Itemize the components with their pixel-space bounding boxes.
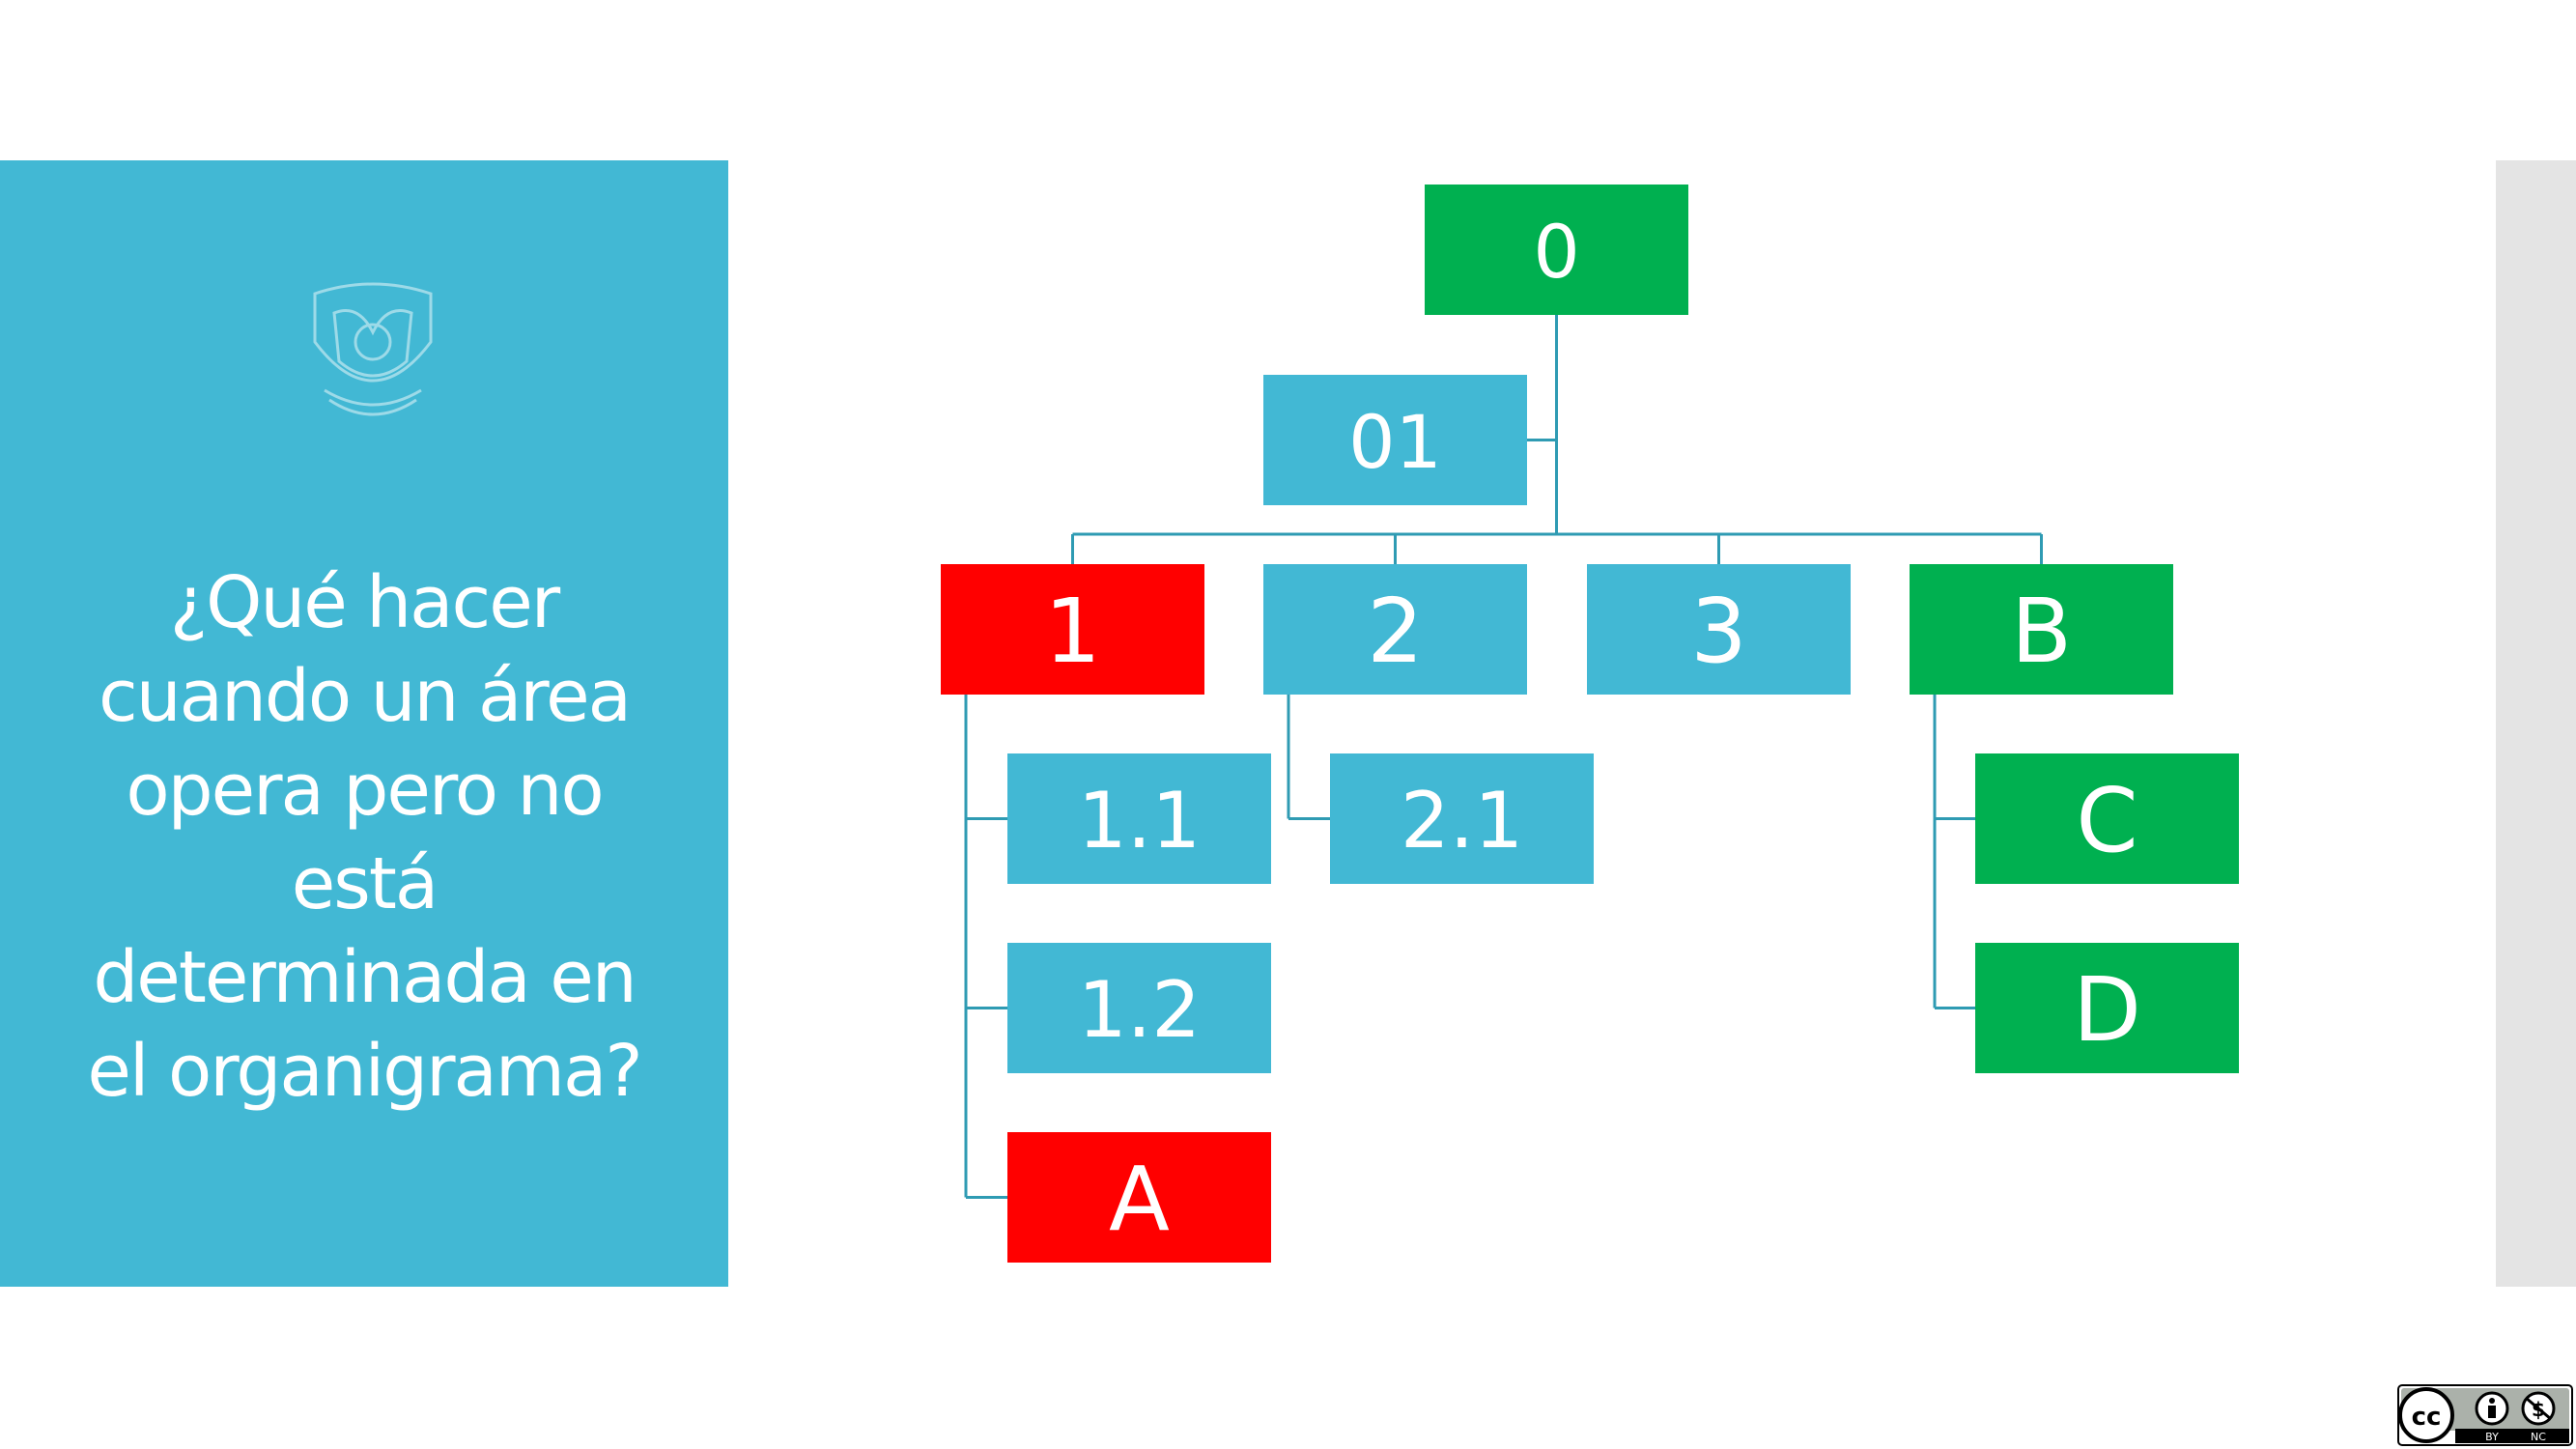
org-node-1: [941, 564, 1204, 695]
title-panel: ¿Qué hacer cuando un área opera pero no …: [0, 160, 728, 1287]
org-node-0: [1425, 185, 1688, 315]
org-node-d: [1975, 943, 2239, 1073]
org-node-label-d: D: [2073, 958, 2141, 1062]
svg-text:cc: cc: [2412, 1403, 2442, 1432]
org-node-label-0: 0: [1533, 209, 1579, 295]
org-node-c: [1975, 753, 2239, 884]
org-node-label-b: B: [2011, 580, 2072, 683]
org-node-2: [1263, 564, 1527, 695]
question-line: determinada en: [93, 936, 637, 1019]
cc-by-nc-icon: cc $ BY NC: [2397, 1384, 2573, 1446]
org-node-2-1: [1330, 753, 1594, 884]
university-emblem-icon: [313, 282, 433, 416]
org-node-01: [1263, 375, 1527, 505]
org-node-b: [1910, 564, 2173, 695]
org-node-label-a: A: [1109, 1148, 1170, 1251]
org-node-label-2: 2: [1367, 580, 1424, 683]
org-node-a: [1007, 1132, 1271, 1263]
org-node-label-1: 1: [1044, 580, 1101, 683]
question-line: está: [291, 842, 439, 925]
decorative-side-strip: [2496, 160, 2576, 1287]
org-node-label-2-1: 2.1: [1401, 776, 1523, 866]
question-line: ¿Qué hacer: [169, 561, 560, 644]
cc-by-label: BY: [2485, 1431, 2499, 1443]
question-line: opera pero no: [126, 749, 604, 832]
org-node-1-1: [1007, 753, 1271, 884]
org-node-1-2: [1007, 943, 1271, 1073]
org-node-label-1-2: 1.2: [1078, 965, 1201, 1055]
question-line: el organigrama?: [87, 1030, 642, 1113]
org-node-label-01: 01: [1348, 399, 1442, 485]
slide-question: ¿Qué hacer cuando un área opera pero no …: [39, 556, 690, 1119]
question-line: cuando un área: [99, 655, 632, 738]
cc-nc-label: NC: [2531, 1431, 2546, 1443]
org-node-3: [1587, 564, 1851, 695]
org-node-label-c: C: [2076, 769, 2137, 872]
org-node-label-3: 3: [1690, 580, 1747, 683]
org-node-label-1-1: 1.1: [1078, 776, 1201, 866]
